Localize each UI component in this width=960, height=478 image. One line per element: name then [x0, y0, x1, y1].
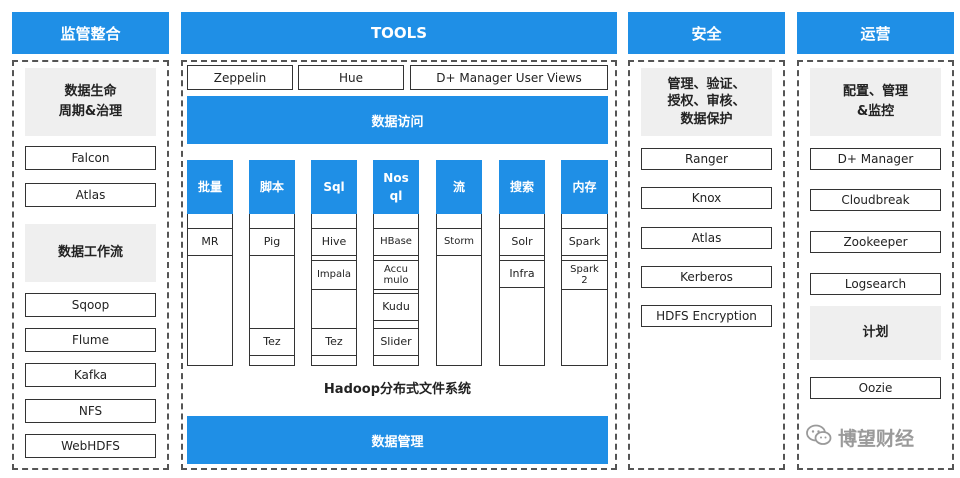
- tool-item: D+ Manager User Views: [410, 65, 608, 90]
- column-cell: Spark: [561, 228, 608, 256]
- tool-item: Hue: [298, 65, 404, 90]
- ops-heading: 配置、管理 &监控: [810, 68, 941, 136]
- monitor-header: 监管整合: [12, 12, 169, 54]
- column-header: 搜索: [499, 160, 545, 214]
- column-cell: MR: [187, 228, 233, 256]
- security-item: HDFS Encryption: [641, 305, 772, 327]
- plan-heading: 计划: [810, 306, 941, 360]
- column-cell: Impala: [311, 260, 357, 290]
- column-cell: Pig: [249, 228, 295, 256]
- column-cell: Slider: [373, 328, 419, 356]
- security-panel: [628, 60, 785, 470]
- column-header: Sql: [311, 160, 357, 214]
- column-cell: Infra: [499, 260, 545, 288]
- security-item: Knox: [641, 187, 772, 209]
- security-item: Ranger: [641, 148, 772, 170]
- security-item: Kerberos: [641, 266, 772, 288]
- workflow-item: Flume: [25, 328, 156, 352]
- column-header: Nos ql: [373, 160, 419, 214]
- lifecycle-heading: 数据生命 周期&治理: [25, 68, 156, 136]
- column-header: 批量: [187, 160, 233, 214]
- ops-panel: [797, 60, 954, 470]
- monitor-panel: [12, 60, 169, 470]
- ops-header: 运营: [797, 12, 954, 54]
- data-access-bar: 数据访问: [187, 96, 608, 144]
- security-heading: 管理、验证、 授权、审核、 数据保护: [641, 68, 772, 136]
- column-cell: Kudu: [373, 293, 419, 321]
- plan-item: Oozie: [810, 377, 941, 399]
- tools-header: TOOLS: [181, 12, 617, 54]
- workflow-item: Sqoop: [25, 293, 156, 317]
- column-header: 脚本: [249, 160, 295, 214]
- ops-item: Cloudbreak: [810, 189, 941, 211]
- workflow-item: NFS: [25, 399, 156, 423]
- security-item: Atlas: [641, 227, 772, 249]
- hadoop-label: Hadoop分布式文件系统: [323, 382, 472, 397]
- column-cell: Storm: [436, 228, 482, 256]
- workflow-heading: 数据工作流: [25, 224, 156, 282]
- ops-item: D+ Manager: [810, 148, 941, 170]
- data-management-bar: 数据管理: [187, 416, 608, 464]
- watermark-text: 博望财经: [838, 427, 915, 450]
- monitor-item: Atlas: [25, 183, 156, 207]
- column-cell: Accu mulo: [373, 260, 419, 290]
- ops-item: Zookeeper: [810, 231, 941, 253]
- tools-panel: [181, 60, 617, 470]
- workflow-item: WebHDFS: [25, 434, 156, 458]
- tools-title: TOOLS: [370, 24, 428, 42]
- column-cell: Tez: [249, 328, 295, 356]
- monitor-item: Falcon: [25, 146, 156, 170]
- security-title: 安全: [691, 24, 722, 43]
- security-header: 安全: [628, 12, 785, 54]
- ops-title: 运营: [860, 24, 891, 43]
- column-header: 流: [436, 160, 482, 214]
- ops-item: Logsearch: [810, 273, 941, 295]
- column-cell: Tez: [311, 328, 357, 356]
- tool-item: Zeppelin: [187, 65, 293, 90]
- column-header: 内存: [561, 160, 608, 214]
- column-cell: Spark 2: [561, 260, 608, 290]
- monitor-title: 监管整合: [60, 24, 121, 43]
- column-cell: Hive: [311, 228, 357, 256]
- column-cell: Solr: [499, 228, 545, 256]
- wechat-icon: [806, 424, 832, 451]
- workflow-item: Kafka: [25, 363, 156, 387]
- column-cell: HBase: [373, 228, 419, 256]
- watermark: 博望财经: [806, 423, 952, 451]
